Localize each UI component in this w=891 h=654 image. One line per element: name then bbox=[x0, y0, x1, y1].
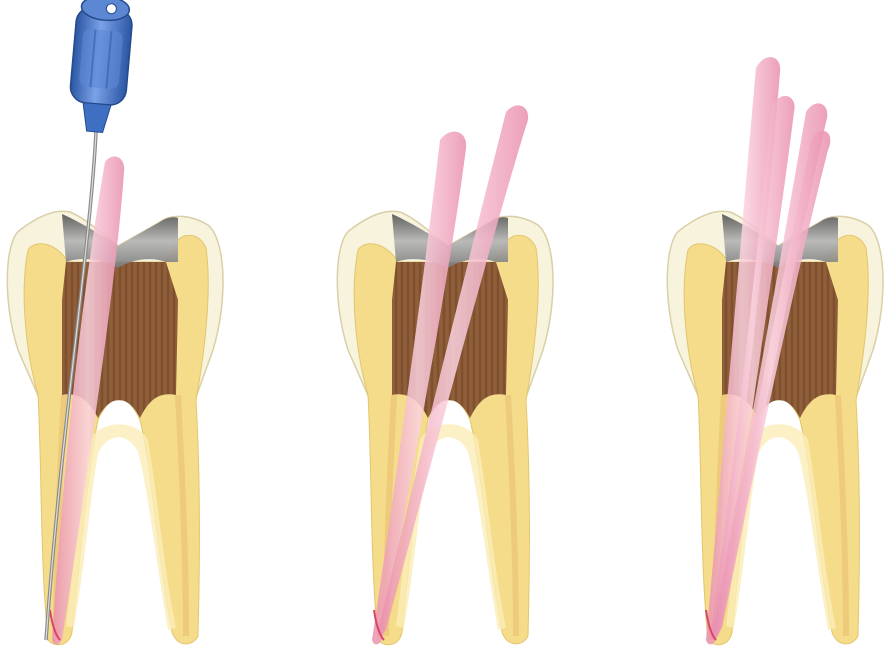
diagram-canvas bbox=[0, 0, 891, 654]
root-canal-obturation-diagram bbox=[0, 0, 891, 654]
